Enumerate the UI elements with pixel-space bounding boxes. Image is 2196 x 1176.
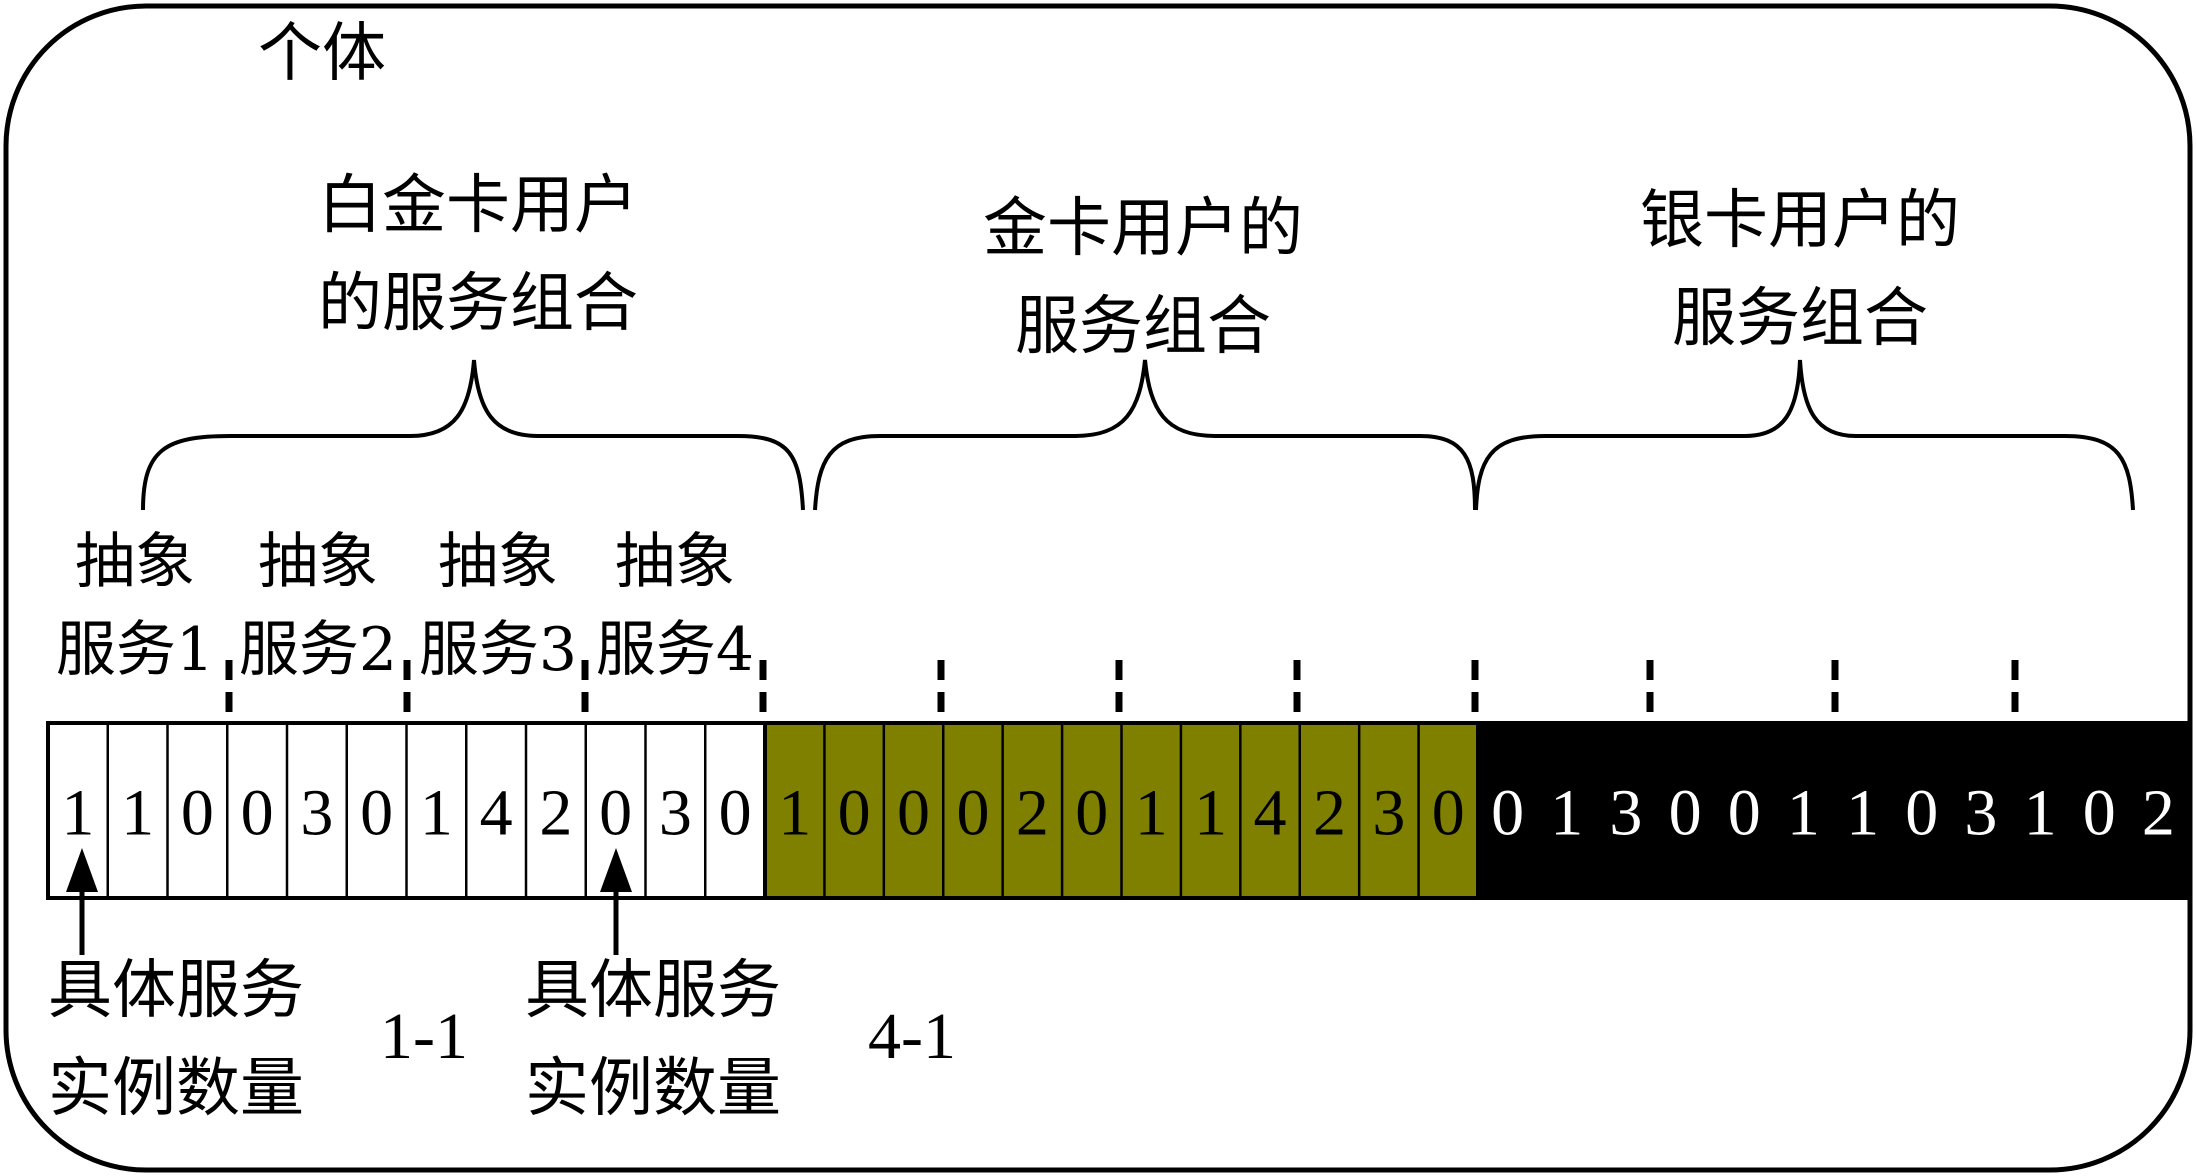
cell-value: 3 — [1609, 777, 1642, 850]
group-silver-label-line2: 服务组合 — [1672, 282, 1928, 356]
cell-value: 1 — [1135, 777, 1168, 850]
brace-platinum — [141, 359, 805, 511]
cell-value: 0 — [181, 777, 214, 850]
separator-ticks — [225, 660, 2019, 722]
abstract-service-3-line1: 抽象 — [438, 527, 558, 597]
group-silver-label-line1: 银卡用户的 — [1640, 184, 1960, 258]
group-gold-label-line1: 金卡用户的 — [983, 192, 1303, 266]
abstract-service-3-line2: 服务3 — [419, 615, 577, 685]
cell-value: 1 — [1550, 777, 1583, 850]
cell-value: 0 — [719, 777, 752, 850]
cell-value: 3 — [659, 777, 692, 850]
cell-value: 1 — [2024, 777, 2057, 850]
cell-value: 4 — [480, 777, 513, 850]
annotation-1-1-line2: 实例数量 — [48, 1052, 304, 1126]
abstract-service-1-line2: 服务1 — [56, 615, 214, 685]
annotation-1-1-line1: 具体服务 — [48, 954, 304, 1028]
abstract-service-4-line1: 抽象 — [615, 527, 735, 597]
cell-value: 1 — [420, 777, 453, 850]
cell-value: 4 — [1254, 777, 1287, 850]
group-gold-label-line2: 服务组合 — [1015, 290, 1271, 364]
cell-value: 2 — [2142, 777, 2175, 850]
cell-value: 2 — [1016, 777, 1049, 850]
cell-value: 0 — [897, 777, 930, 850]
cell-value: 2 — [539, 777, 572, 850]
cell-value: 3 — [1372, 777, 1405, 850]
group-platinum-label-line1: 白金卡用户 — [318, 169, 638, 243]
brace-silver — [1474, 359, 2135, 511]
abstract-service-2-line2: 服务2 — [239, 615, 397, 685]
cell-value: 0 — [1432, 777, 1465, 850]
arrow-pointer-4-1 — [600, 848, 632, 955]
cell-value: 2 — [1313, 777, 1346, 850]
brace-gold — [813, 359, 1477, 511]
annotation-4-1-id: 4-1 — [868, 1000, 956, 1073]
annotation-4-1-line2: 实例数量 — [525, 1052, 781, 1126]
abstract-service-4-line2: 服务4 — [596, 615, 754, 685]
abstract-service-2-line1: 抽象 — [258, 527, 378, 597]
individual-label: 个体 — [258, 17, 386, 91]
cell-value: 0 — [2083, 777, 2116, 850]
abstract-service-1-line1: 抽象 — [75, 527, 195, 597]
cell-value: 1 — [121, 777, 154, 850]
cell-value: 1 — [1194, 777, 1227, 850]
cell-value: 0 — [1728, 777, 1761, 850]
cell-value: 1 — [1846, 777, 1879, 850]
arrow-pointer-1-1 — [66, 848, 98, 955]
cell-value: 3 — [300, 777, 333, 850]
cell-value: 1 — [61, 777, 94, 850]
cell-value: 0 — [1075, 777, 1108, 850]
cell-value: 0 — [838, 777, 871, 850]
group-platinum-label-line2: 的服务组合 — [318, 267, 638, 341]
cell-value: 0 — [241, 777, 274, 850]
cell-value: 0 — [1669, 777, 1702, 850]
cell-value: 3 — [1964, 777, 1997, 850]
cell-value: 0 — [1491, 777, 1524, 850]
cell-value: 1 — [1787, 777, 1820, 850]
cell-value: 0 — [1905, 777, 1938, 850]
cell-value: 1 — [778, 777, 811, 850]
cell-value: 0 — [956, 777, 989, 850]
individual-frame — [3, 3, 2193, 1173]
cell-value: 0 — [360, 777, 393, 850]
annotation-4-1-line1: 具体服务 — [525, 954, 781, 1028]
cell-value: 0 — [599, 777, 632, 850]
annotation-1-1-id: 1-1 — [380, 1000, 468, 1073]
